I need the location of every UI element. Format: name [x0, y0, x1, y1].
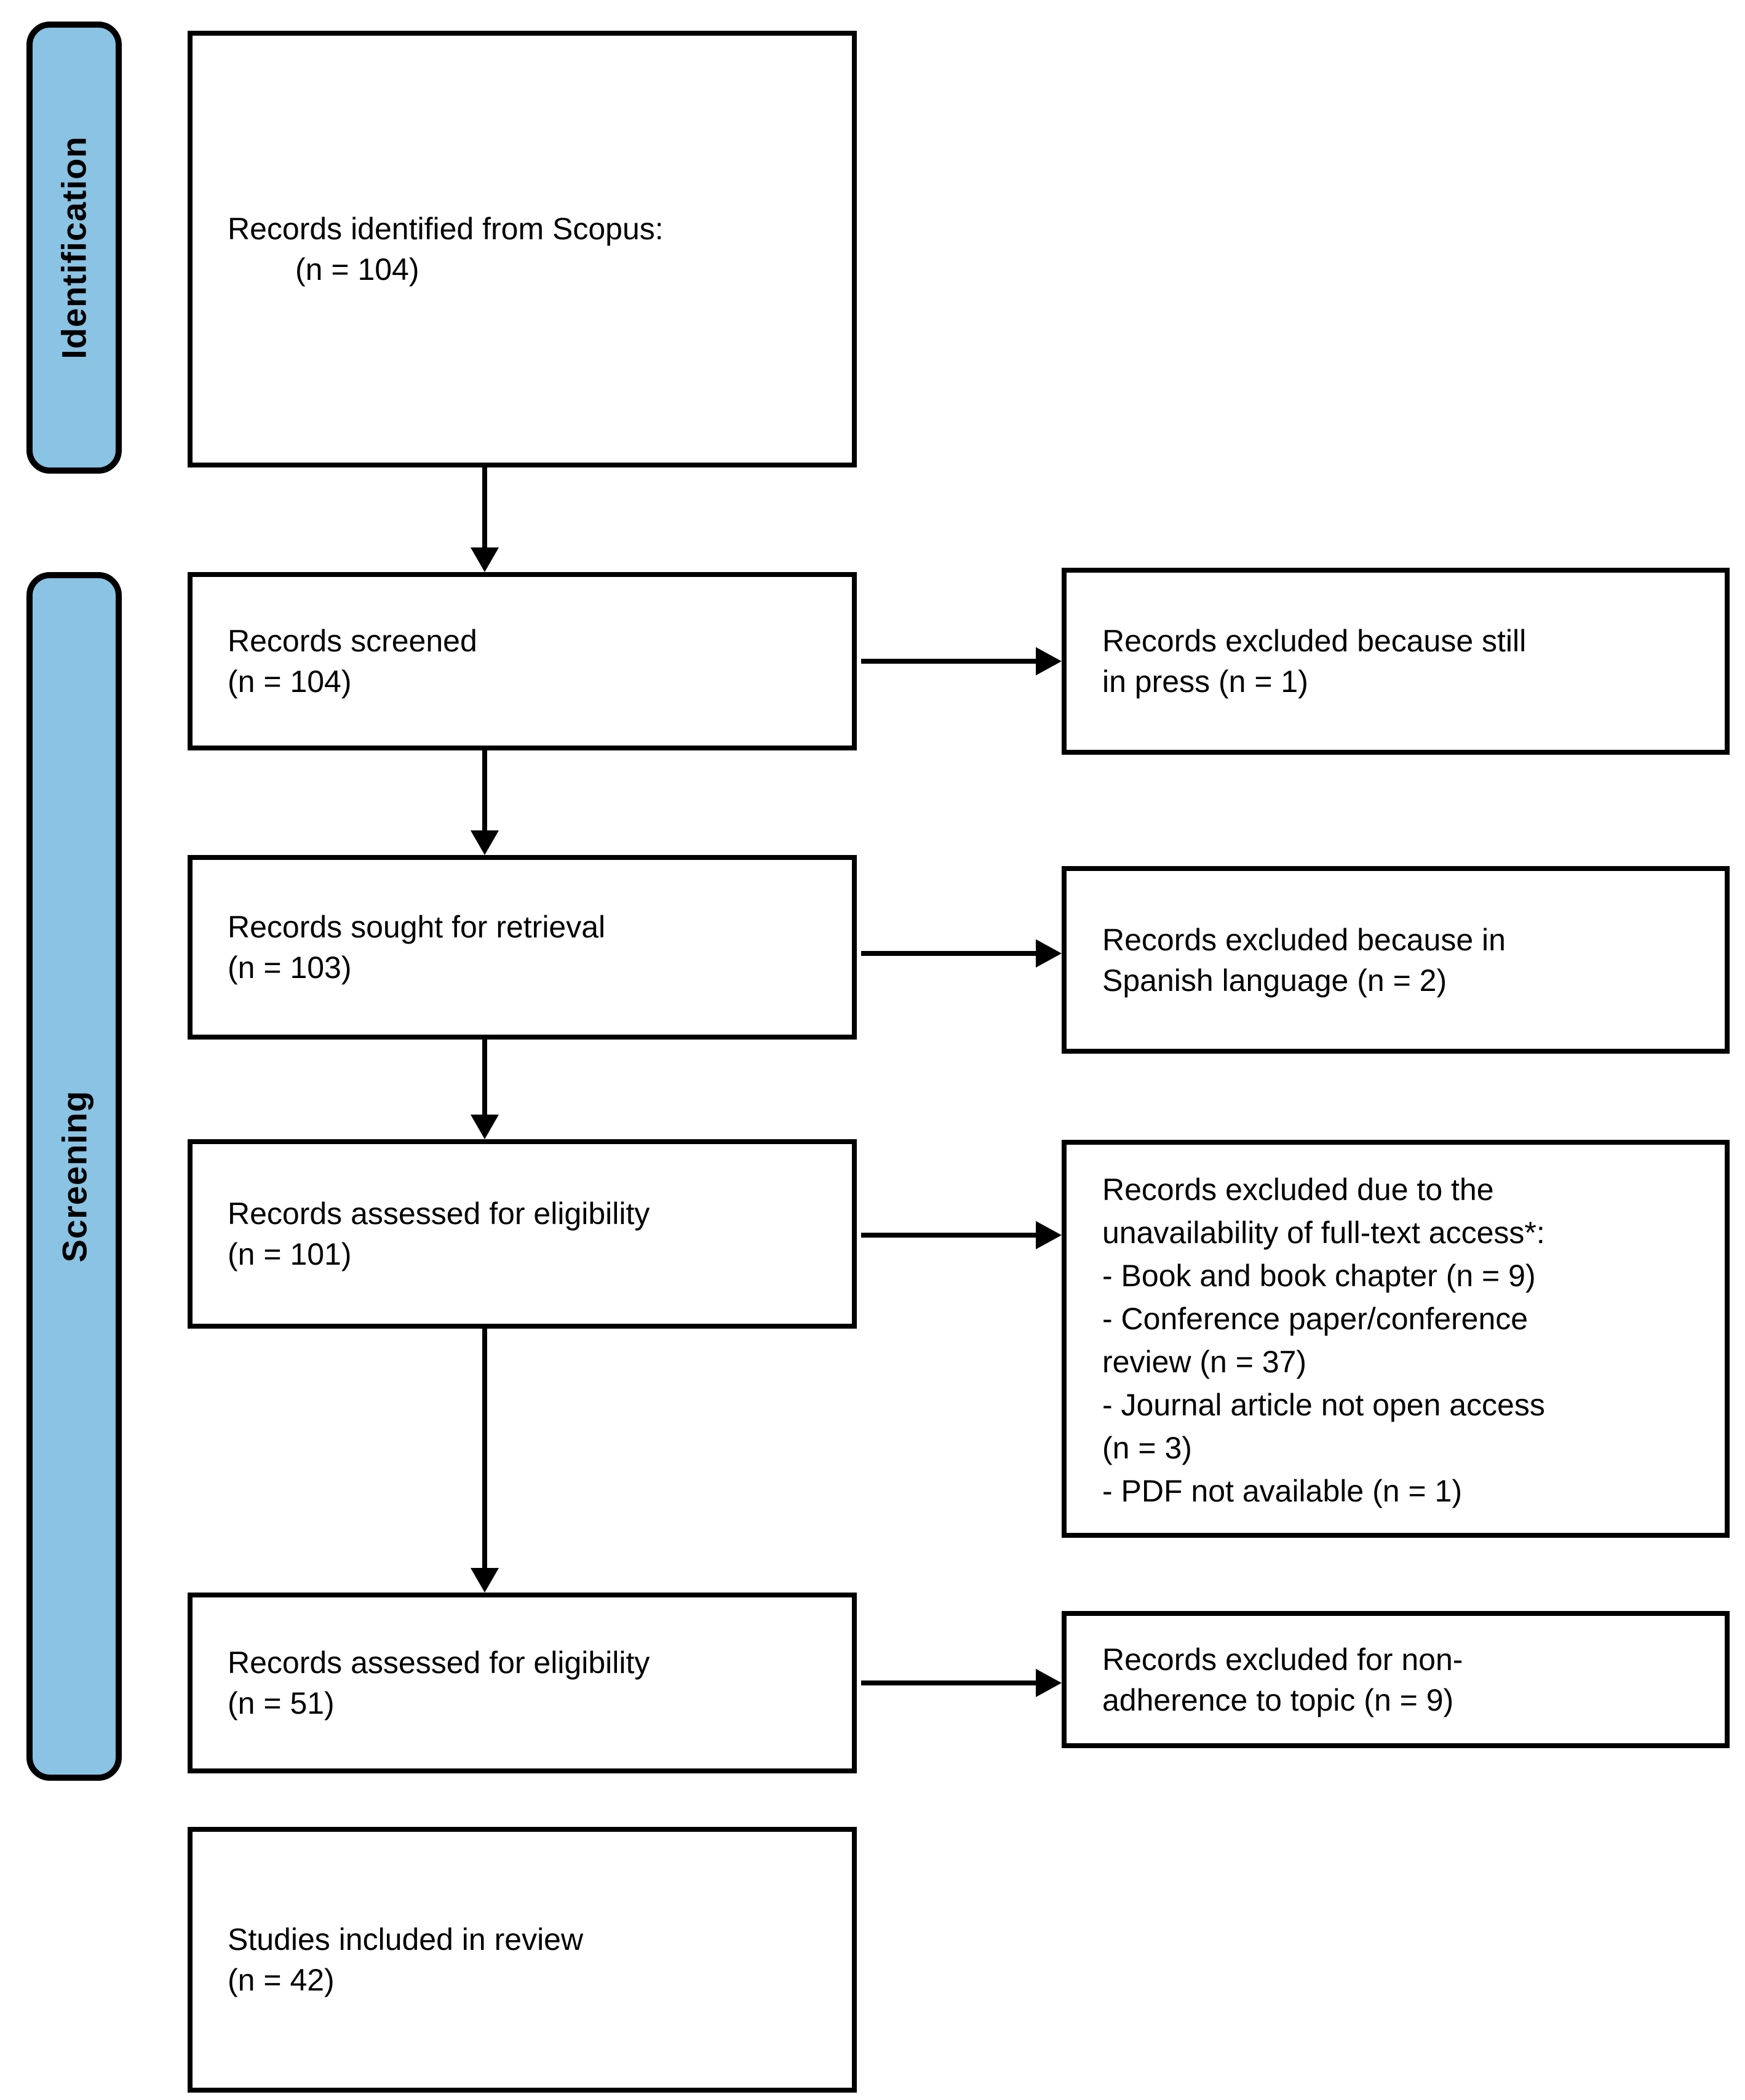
box-assessed-101-count: (n = 101) [228, 1237, 352, 1271]
arrow-head-down-icon [471, 547, 499, 572]
box-excluded-fulltext-line1: Records excluded due to the [1102, 1172, 1494, 1207]
arrow-shaft [482, 1040, 487, 1115]
arrow-shaft [861, 1680, 1036, 1685]
box-assessed-51-line1: Records assessed for eligibility [228, 1645, 650, 1680]
arrow-head-down-icon [471, 1568, 499, 1593]
arrow-shaft [861, 659, 1036, 664]
arrow-assessed-51-to-excluded-nonadherence [861, 1669, 1062, 1697]
arrow-shaft [861, 951, 1036, 956]
box-excluded-in-press: Records excluded because still in press … [1062, 568, 1730, 755]
box-records-assessed-eligibility-101: Records assessed for eligibility (n = 10… [188, 1139, 857, 1329]
box-excluded-nonadherence-line1: Records excluded for non- [1102, 1642, 1463, 1677]
box-excluded-fulltext-line2: unavailability of full-text access*: [1102, 1215, 1545, 1250]
box-records-identified: Records identified from Scopus: (n = 104… [188, 31, 857, 467]
box-excluded-fulltext-line5: review (n = 37) [1102, 1345, 1307, 1379]
box-excluded-fulltext-line4: - Conference paper/conference [1102, 1302, 1528, 1336]
arrow-head-down-icon [471, 830, 499, 855]
stage-label-screening: Screening [26, 572, 122, 1781]
box-records-identified-line1: Records identified from Scopus: [228, 212, 664, 246]
arrow-sought-to-excluded-spanish [861, 939, 1062, 968]
box-records-screened-line1: Records screened [228, 624, 477, 658]
arrow-sought-to-assessed-101 [471, 1040, 499, 1139]
arrow-head-down-icon [471, 1115, 499, 1139]
arrow-shaft [482, 750, 487, 830]
box-assessed-51-count: (n = 51) [228, 1686, 335, 1720]
box-assessed-101-line1: Records assessed for eligibility [228, 1196, 650, 1231]
box-excluded-fulltext-line3: - Book and book chapter (n = 9) [1102, 1259, 1536, 1293]
box-excluded-in-press-line1: Records excluded because still [1102, 624, 1527, 658]
box-studies-included: Studies included in review (n = 42) [188, 1827, 857, 2093]
box-excluded-spanish-line2: Spanish language (n = 2) [1102, 963, 1447, 998]
box-excluded-fulltext-line7: (n = 3) [1102, 1431, 1192, 1465]
box-excluded-non-adherence: Records excluded for non- adherence to t… [1062, 1611, 1730, 1748]
arrow-head-right-icon [1036, 939, 1062, 968]
box-records-sought-count: (n = 103) [228, 950, 352, 985]
box-excluded-spanish-line1: Records excluded because in [1102, 922, 1506, 957]
box-records-sought-retrieval: Records sought for retrieval (n = 103) [188, 855, 857, 1040]
box-excluded-spanish-language: Records excluded because in Spanish lang… [1062, 866, 1730, 1054]
arrow-shaft [482, 467, 487, 547]
arrow-head-right-icon [1036, 1221, 1062, 1249]
arrow-shaft [861, 1233, 1036, 1238]
box-records-assessed-eligibility-51: Records assessed for eligibility (n = 51… [188, 1593, 857, 1773]
box-records-identified-count: (n = 104) [295, 252, 419, 287]
box-excluded-in-press-line2: in press (n = 1) [1102, 664, 1308, 699]
box-records-screened-count: (n = 104) [228, 664, 352, 699]
box-excluded-fulltext-line6: - Journal article not open access [1102, 1388, 1545, 1422]
box-excluded-nonadherence-line2: adherence to topic (n = 9) [1102, 1682, 1454, 1717]
arrow-screened-to-sought [471, 750, 499, 855]
arrow-shaft [482, 1329, 487, 1568]
box-studies-included-line1: Studies included in review [228, 1922, 584, 1957]
box-excluded-fulltext-line8: - PDF not available (n = 1) [1102, 1474, 1462, 1508]
arrow-assessed-101-to-assessed-51 [471, 1329, 499, 1593]
box-records-screened: Records screened (n = 104) [188, 572, 857, 750]
box-studies-included-count: (n = 42) [228, 1963, 335, 1997]
stage-label-identification: Identification [26, 22, 122, 474]
arrow-screened-to-excluded-press [861, 647, 1062, 675]
arrow-head-right-icon [1036, 647, 1062, 675]
arrow-assessed-101-to-excluded-fulltext [861, 1221, 1062, 1249]
stage-label-screening-text: Screening [55, 1090, 94, 1263]
arrow-head-right-icon [1036, 1669, 1062, 1697]
arrow-identified-to-screened [471, 467, 499, 572]
box-records-sought-line1: Records sought for retrieval [228, 910, 606, 944]
stage-label-identification-text: Identification [55, 136, 94, 359]
box-excluded-full-text-access: Records excluded due to the unavailabili… [1062, 1140, 1730, 1538]
